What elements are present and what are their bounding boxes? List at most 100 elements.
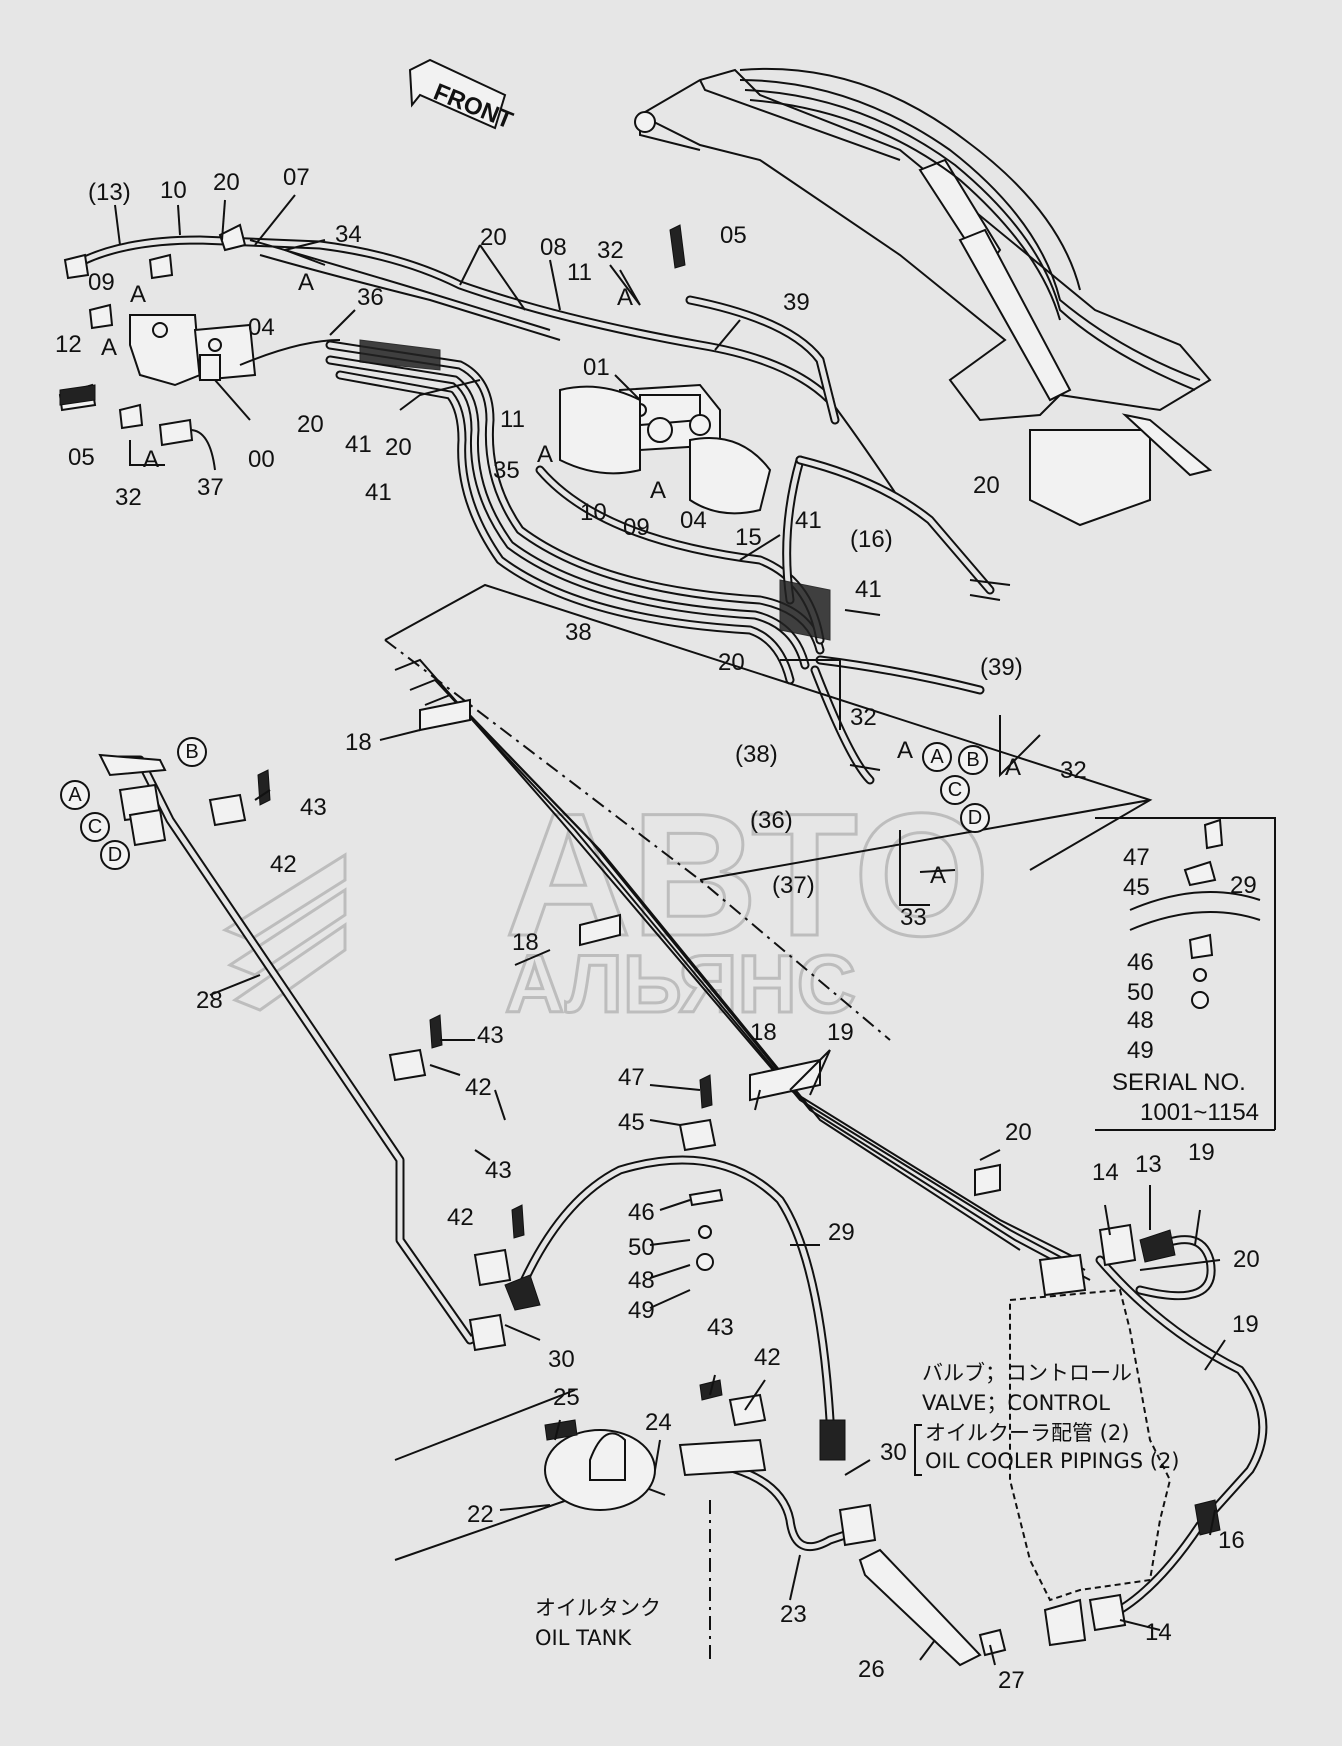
- callout: (16): [850, 526, 893, 553]
- serial-label: SERIAL NO.: [1112, 1069, 1246, 1096]
- callout: 29: [828, 1219, 855, 1246]
- circled-markers: A B C D A B C: [60, 737, 990, 870]
- serial-number-box: SERIAL NO. 1001~1154: [1112, 1069, 1259, 1126]
- callout: (38): [735, 741, 778, 768]
- callout: 10: [160, 177, 187, 204]
- callout: 43: [300, 794, 327, 821]
- callout: 05: [68, 444, 95, 471]
- callout: A: [650, 477, 666, 504]
- callout: 27: [998, 1667, 1025, 1694]
- callout: A: [143, 446, 159, 473]
- callout: 20: [213, 169, 240, 196]
- marker-circle: C: [80, 812, 110, 842]
- front-arrow-icon: FRONT: [408, 58, 517, 135]
- callout: 49: [1127, 1037, 1154, 1064]
- callout: 20: [297, 411, 324, 438]
- hose-29: [504, 1155, 846, 1461]
- callout: A: [1005, 754, 1021, 781]
- serial-range: 1001~1154: [1140, 1099, 1259, 1126]
- callout: 20: [718, 649, 745, 676]
- callout: 30: [880, 1439, 907, 1466]
- callout: 00: [248, 446, 275, 473]
- callout: 45: [618, 1109, 645, 1136]
- callout: 12: [55, 331, 82, 358]
- callout: 42: [270, 851, 297, 878]
- callout: 20: [480, 224, 507, 251]
- callout: 37: [197, 474, 224, 501]
- callout: 25: [553, 1384, 580, 1411]
- callout: A: [101, 334, 117, 361]
- marker-circle: D: [960, 803, 990, 833]
- callout: 49: [628, 1297, 655, 1324]
- svg-text:A: A: [930, 746, 944, 768]
- callout: 42: [754, 1344, 781, 1371]
- svg-text:D: D: [108, 844, 122, 866]
- callout: 14: [1092, 1159, 1119, 1186]
- callout: 50: [628, 1234, 655, 1261]
- control-valve-block: [1009, 1223, 1172, 1647]
- svg-text:D: D: [968, 807, 982, 829]
- callout: 20: [1005, 1119, 1032, 1146]
- callout: 04: [248, 314, 275, 341]
- section-outline: [384, 583, 1276, 1131]
- boom-foot-block: [1029, 429, 1151, 527]
- callout-labels: (13) 10 20 07 34 09 A A 12 A 04 36 05 A …: [55, 164, 1260, 1694]
- callout: 46: [628, 1199, 655, 1226]
- note-pipe-jp: オイルクーラ配管 (2): [925, 1421, 1129, 1445]
- callout: 42: [465, 1074, 492, 1101]
- callout: (36): [750, 807, 793, 834]
- callout: 13: [1135, 1151, 1162, 1178]
- callout: 42: [447, 1204, 474, 1231]
- callout: 47: [1123, 844, 1150, 871]
- callout: 19: [1232, 1311, 1259, 1338]
- note-valve-en: VALVE；CONTROL: [922, 1391, 1110, 1415]
- callout: (39): [980, 654, 1023, 681]
- hose-16-top: [795, 455, 1011, 601]
- callout: A: [897, 737, 913, 764]
- callout: 09: [88, 269, 115, 296]
- svg-text:C: C: [948, 779, 962, 801]
- marker-circle: A: [60, 780, 90, 810]
- watermark-line2: АЛЬЯНС: [505, 939, 856, 1030]
- callout: (37): [772, 872, 815, 899]
- pilot-valve-assembly: [559, 383, 772, 515]
- callout: 07: [283, 164, 310, 191]
- callout: 22: [467, 1501, 494, 1528]
- marker-circle: B: [177, 737, 207, 767]
- callout: A: [930, 862, 946, 889]
- callout: 11: [500, 406, 525, 433]
- leader-lines: [114, 194, 1226, 1666]
- callout: 43: [477, 1022, 504, 1049]
- callout: 32: [850, 704, 877, 731]
- marker-circle: A: [922, 742, 952, 772]
- callout: 32: [115, 484, 142, 511]
- callout: 41: [795, 507, 822, 534]
- callout: 15: [735, 524, 762, 551]
- callout: 33: [900, 904, 927, 931]
- callout: 34: [335, 221, 362, 248]
- marker-circle: C: [940, 775, 970, 805]
- callout: A: [130, 281, 146, 308]
- callout: 46: [1127, 949, 1154, 976]
- callout: 10: [580, 499, 607, 526]
- svg-text:C: C: [88, 816, 102, 838]
- callout: 23: [780, 1601, 807, 1628]
- callout: 41: [365, 479, 392, 506]
- note-tank-en: OIL TANK: [535, 1626, 632, 1650]
- hose-bundle-41: [325, 339, 831, 685]
- note-pipe-en: OIL COOLER PIPINGS (2): [925, 1449, 1180, 1473]
- callout: 05: [720, 222, 747, 249]
- svg-text:B: B: [966, 749, 979, 771]
- marker-circle: D: [100, 840, 130, 870]
- callout: 01: [583, 354, 610, 381]
- callout: 47: [618, 1064, 645, 1091]
- svg-text:A: A: [68, 784, 82, 806]
- callout: 35: [493, 457, 520, 484]
- watermark-logo-icon: [221, 852, 347, 1012]
- callout: 20: [973, 472, 1000, 499]
- small-fittings: [59, 224, 1261, 1441]
- hose-39: [685, 295, 985, 785]
- svg-text:B: B: [185, 741, 198, 763]
- callout: 24: [645, 1409, 672, 1436]
- callout: 32: [597, 237, 624, 264]
